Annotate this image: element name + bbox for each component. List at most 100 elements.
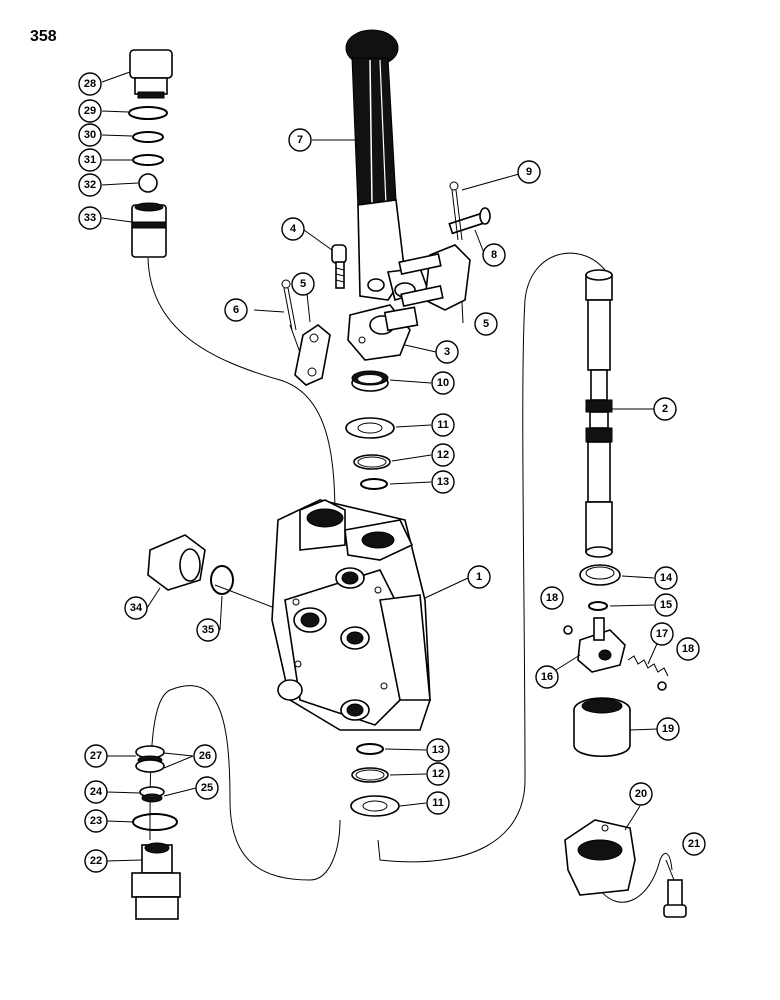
svg-text:11: 11	[437, 419, 449, 431]
callout-14: 14	[654, 566, 678, 590]
svg-text:13: 13	[432, 744, 444, 756]
svg-text:2: 2	[662, 403, 668, 415]
callout-4: 4	[281, 217, 305, 241]
callout-12-bottom: 12	[426, 762, 450, 786]
svg-text:20: 20	[635, 788, 647, 800]
svg-text:34: 34	[130, 602, 143, 614]
snap-ring-15	[588, 601, 608, 611]
callout-35: 35	[196, 618, 220, 642]
svg-text:25: 25	[201, 782, 213, 794]
collar-14	[579, 564, 621, 586]
end-cap-20	[564, 819, 636, 896]
svg-text:31: 31	[84, 154, 96, 166]
callout-34: 34	[124, 596, 148, 620]
svg-text:6: 6	[233, 304, 239, 316]
svg-text:33: 33	[84, 212, 96, 224]
callout-20: 20	[629, 782, 653, 806]
plug-28	[129, 49, 173, 99]
seal-10	[351, 370, 389, 392]
callout-19: 19	[656, 717, 680, 741]
link-plate-5-left	[294, 324, 331, 386]
svg-text:29: 29	[84, 105, 96, 117]
svg-text:4: 4	[290, 223, 297, 235]
svg-text:3: 3	[444, 346, 450, 358]
callout-18-right: 18	[676, 637, 700, 661]
callout-6: 6	[224, 298, 248, 322]
callout-13-bottom: 13	[426, 738, 450, 762]
routing-line-21	[599, 852, 673, 903]
svg-text:30: 30	[84, 129, 96, 141]
svg-text:26: 26	[199, 750, 211, 762]
callout-9: 9	[517, 160, 541, 184]
callout-5-left: 5	[291, 272, 315, 296]
svg-text:28: 28	[84, 78, 96, 90]
svg-text:24: 24	[90, 786, 103, 798]
svg-text:14: 14	[660, 572, 673, 584]
o-ring-23	[132, 813, 178, 831]
callout-12-top: 12	[431, 443, 455, 467]
spool-2	[585, 269, 613, 558]
pin-8	[448, 207, 491, 235]
callout-22: 22	[84, 849, 108, 873]
valve-body-1	[271, 499, 431, 731]
callout-5-right: 5	[474, 312, 498, 336]
bolt-4	[331, 244, 347, 289]
callout-23: 23	[84, 809, 108, 833]
seals-27-26	[135, 745, 165, 773]
callout-28: 28	[78, 72, 102, 96]
ring-24-25	[139, 786, 165, 803]
callout-31: 31	[78, 148, 102, 172]
control-lever	[345, 29, 430, 302]
svg-text:18: 18	[682, 643, 694, 655]
callout-29: 29	[78, 99, 102, 123]
svg-text:27: 27	[90, 750, 102, 762]
ball-18-right	[657, 681, 667, 691]
ball-18-left	[563, 625, 573, 635]
lever-handle	[351, 57, 397, 213]
callout-2: 2	[653, 397, 677, 421]
callout-10: 10	[431, 371, 455, 395]
cap-19	[573, 697, 631, 758]
svg-text:15: 15	[660, 599, 672, 611]
svg-text:1: 1	[476, 571, 482, 583]
callout-32: 32	[78, 173, 102, 197]
detent-16	[577, 617, 626, 673]
svg-text:19: 19	[662, 723, 674, 735]
o-ring-35	[210, 565, 234, 595]
svg-text:12: 12	[437, 449, 449, 461]
bracket-3	[347, 304, 419, 361]
svg-text:12: 12	[432, 768, 444, 780]
o-ring-13-bottom	[356, 743, 384, 755]
svg-text:16: 16	[541, 671, 553, 683]
svg-text:13: 13	[437, 476, 449, 488]
callout-13-top: 13	[431, 470, 455, 494]
callout-26: 26	[193, 744, 217, 768]
callouts: 1 2 3 4 5 5 6 7 8 9 10 11 12 13 14 15 16…	[78, 72, 706, 873]
cotter-pin-9	[449, 181, 463, 241]
callout-21: 21	[682, 832, 706, 856]
o-ring-13-top	[360, 478, 388, 490]
svg-text:17: 17	[656, 628, 668, 640]
callout-8: 8	[482, 243, 506, 267]
routing-line-2	[377, 252, 606, 863]
o-ring-31	[132, 154, 164, 166]
routing-line-33	[147, 257, 336, 521]
svg-text:5: 5	[300, 278, 306, 290]
svg-text:22: 22	[90, 855, 102, 867]
routing-line-35	[214, 584, 281, 611]
ring-12-bottom	[351, 767, 389, 783]
svg-text:18: 18	[546, 592, 558, 604]
callout-25: 25	[195, 776, 219, 800]
svg-text:8: 8	[491, 249, 497, 261]
callout-27: 27	[84, 744, 108, 768]
callout-33: 33	[78, 206, 102, 230]
svg-text:23: 23	[90, 815, 102, 827]
callout-11-bottom: 11	[426, 791, 450, 815]
svg-text:5: 5	[483, 318, 489, 330]
callout-17: 17	[650, 622, 674, 646]
washer-11-bottom	[350, 795, 400, 817]
page-number: 358	[30, 28, 57, 45]
callout-24: 24	[84, 780, 108, 804]
callout-15: 15	[654, 593, 678, 617]
